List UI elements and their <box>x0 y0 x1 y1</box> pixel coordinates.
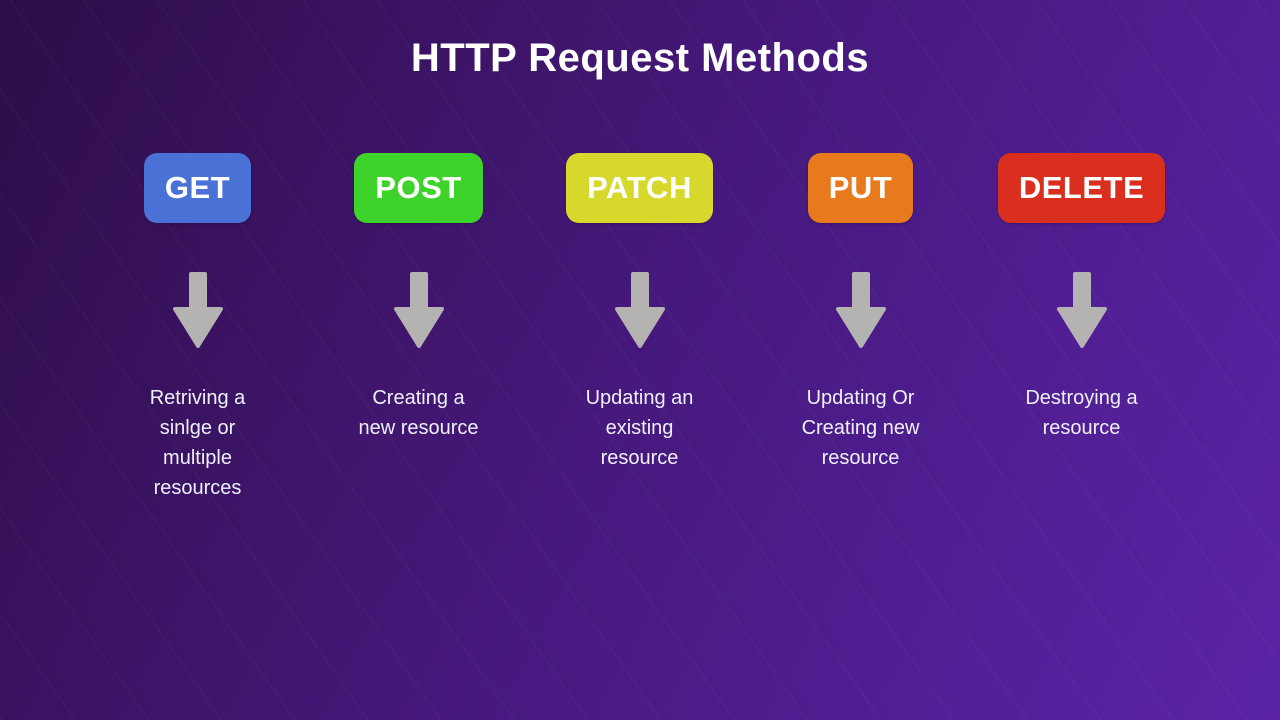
method-columns: GET Retriving a sinlge or multiple resou… <box>87 153 1193 503</box>
method-badge-post: POST <box>354 153 483 223</box>
method-column-post: POST Creating a new resource <box>308 153 529 503</box>
method-column-patch: PATCH Updating an existing resource <box>529 153 750 503</box>
method-description-post: Creating a new resource <box>358 387 479 439</box>
method-column-delete: DELETE Destroying a resource <box>971 153 1192 503</box>
page-title: HTTP Request Methods <box>410 36 870 80</box>
method-badge-get: GET <box>143 153 252 223</box>
method-badge-delete: DELETE <box>997 153 1166 223</box>
down-arrow-icon <box>172 272 223 348</box>
down-arrow-icon <box>614 272 665 348</box>
method-column-put: PUT Updating Or Creating new resource <box>750 153 971 503</box>
method-description-patch: Updating an existing resource <box>585 387 694 469</box>
method-column-get: GET Retriving a sinlge or multiple resou… <box>87 153 308 503</box>
down-arrow-icon <box>1056 272 1107 348</box>
method-description-put: Updating Or Creating new resource <box>801 387 920 469</box>
method-badge-patch: PATCH <box>566 153 713 223</box>
down-arrow-icon <box>393 272 444 348</box>
method-description-delete: Destroying a resource <box>1025 387 1138 439</box>
down-arrow-icon <box>835 272 886 348</box>
method-description-get: Retriving a sinlge or multiple resources <box>149 387 246 499</box>
method-badge-put: PUT <box>807 153 914 223</box>
